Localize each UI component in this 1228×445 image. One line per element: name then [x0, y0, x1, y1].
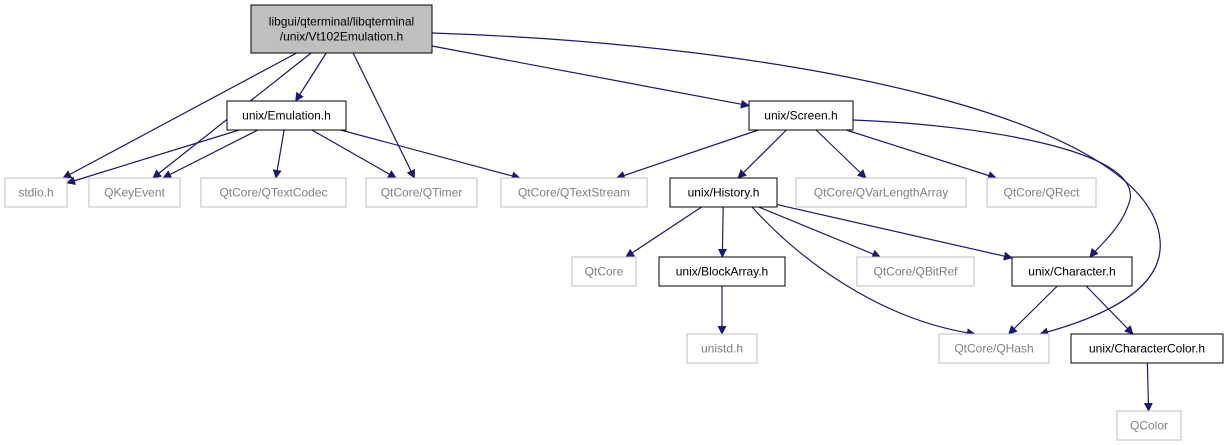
node-label: QtCore/QHash — [954, 342, 1033, 356]
edge-history-to-character — [776, 204, 1013, 261]
edge-screen-to-qvarlengtharray — [815, 129, 867, 179]
edge-history-to-qhash — [751, 206, 976, 338]
edge-emulation-to-qtextstream — [340, 129, 521, 181]
node-root[interactable]: libgui/qterminal/libqterminal/unix/Vt102… — [250, 4, 433, 54]
node-blockarray[interactable]: unix/BlockArray.h — [658, 256, 786, 287]
node-box — [500, 177, 648, 208]
node-character[interactable]: unix/Character.h — [1011, 256, 1133, 287]
edge-root-to-screen — [431, 45, 750, 109]
node-box — [748, 100, 854, 131]
node-label: QtCore/QVarLengthArray — [814, 186, 949, 200]
node-box — [1116, 410, 1182, 441]
node-emulation[interactable]: unix/Emulation.h — [226, 100, 347, 131]
node-label: QtCore — [585, 265, 624, 279]
node-qtextcodec: QtCore/QTextCodec — [200, 177, 347, 208]
edge-emulation-to-qtimer — [311, 129, 397, 179]
node-qvarlengtharray: QtCore/QVarLengthArray — [795, 177, 967, 208]
node-box — [226, 100, 347, 131]
node-box — [686, 333, 758, 364]
edge-emulation-to-stdio — [66, 129, 240, 185]
node-box — [4, 177, 68, 208]
node-box — [856, 256, 975, 287]
node-box — [88, 177, 181, 208]
node-box — [669, 177, 778, 208]
node-label: QKeyEvent — [104, 186, 165, 200]
edge-emulation-to-qkeyevent — [162, 129, 259, 179]
edge-emulation-to-qtextcodec — [272, 129, 285, 179]
node-box — [795, 177, 967, 208]
node-label: QtCore/QTextStream — [518, 186, 630, 200]
node-label: unix/History.h — [688, 186, 760, 200]
node-box — [250, 4, 433, 54]
edge-character-to-charactercolor — [1085, 285, 1134, 335]
edge-character-to-qhash — [1008, 285, 1058, 335]
edge-screen-to-qrect — [846, 129, 998, 180]
edge-charactercolor-to-qcolor — [1143, 362, 1153, 412]
node-box — [658, 256, 786, 287]
node-label: libgui/qterminal/libqterminal — [269, 15, 414, 29]
nodes-layer: libgui/qterminal/libqterminal/unix/Vt102… — [4, 4, 1224, 441]
node-box — [365, 177, 478, 208]
edge-history-to-blockarray — [717, 206, 727, 258]
node-label: /unix/Vt102Emulation.h — [280, 30, 403, 44]
node-qtextstream: QtCore/QTextStream — [500, 177, 648, 208]
node-qbitref: QtCore/QBitRef — [856, 256, 975, 287]
node-stdio: stdio.h — [4, 177, 68, 208]
node-label: unistd.h — [701, 342, 743, 356]
node-label: unix/Character.h — [1028, 265, 1115, 279]
node-screen[interactable]: unix/Screen.h — [748, 100, 854, 131]
node-label: unix/Emulation.h — [242, 109, 331, 123]
node-qtcore: QtCore — [571, 256, 637, 287]
edge-screen-to-history — [737, 129, 787, 179]
node-qrect: QtCore/QRect — [986, 177, 1097, 208]
node-label: unix/BlockArray.h — [676, 265, 768, 279]
node-box — [200, 177, 347, 208]
node-history[interactable]: unix/History.h — [669, 177, 778, 208]
node-qhash: QtCore/QHash — [938, 333, 1050, 364]
node-label: unix/Screen.h — [764, 109, 837, 123]
node-charactercolor[interactable]: unix/CharacterColor.h — [1070, 333, 1224, 364]
edge-root-to-emulation — [295, 52, 327, 102]
node-unistd: unistd.h — [686, 333, 758, 364]
node-box — [1011, 256, 1133, 287]
node-qcolor: QColor — [1116, 410, 1182, 441]
edge-root-to-qtimer — [352, 52, 415, 179]
edge-history-to-qbitref — [758, 206, 882, 259]
node-qtimer: QtCore/QTimer — [365, 177, 478, 208]
node-box — [986, 177, 1097, 208]
node-box — [938, 333, 1050, 364]
edges-layer — [62, 32, 1161, 412]
node-label: QColor — [1130, 419, 1168, 433]
node-box — [1070, 333, 1224, 364]
node-label: unix/CharacterColor.h — [1089, 342, 1205, 356]
edge-root-to-stdio — [62, 52, 297, 179]
edge-screen-to-qtextstream — [615, 129, 759, 180]
node-label: stdio.h — [18, 186, 53, 200]
node-qkeyevent: QKeyEvent — [88, 177, 181, 208]
edge-screen-to-character — [852, 119, 1131, 258]
node-label: QtCore/QTextCodec — [219, 186, 327, 200]
node-label: QtCore/QRect — [1003, 186, 1080, 200]
node-label: QtCore/QBitRef — [873, 265, 958, 279]
node-box — [571, 256, 637, 287]
edge-history-to-qtcore — [625, 206, 702, 258]
node-label: QtCore/QTimer — [381, 186, 463, 200]
